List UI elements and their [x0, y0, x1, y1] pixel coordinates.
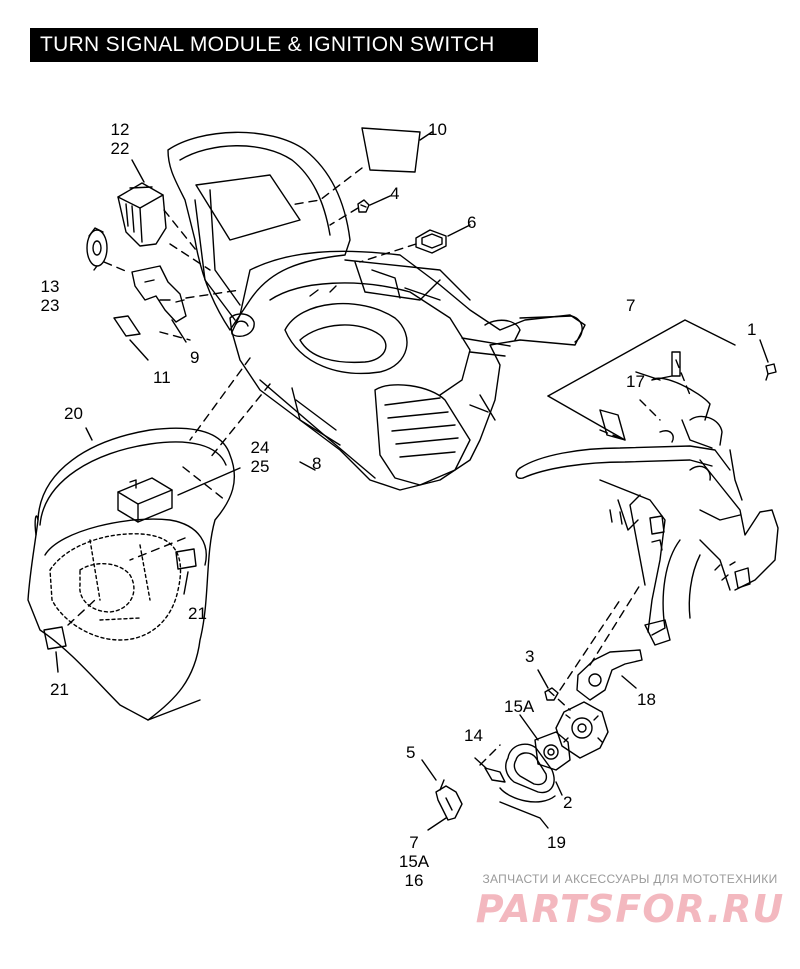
mounting-bracket: [131, 265, 187, 323]
ignition-bezel: [499, 743, 556, 803]
callout-16: 16: [404, 871, 424, 890]
callout-24-25: 24 25: [246, 438, 274, 476]
callout-24: 24: [250, 438, 270, 457]
callout-22: 22: [110, 139, 130, 158]
callout-13-23: 13 23: [36, 277, 64, 315]
callout-12: 12: [110, 120, 130, 139]
callout-13: 13: [40, 277, 60, 296]
inner-fairing-outline: [49, 533, 182, 641]
callout-7-top: 7: [626, 296, 636, 315]
callout-4: 4: [390, 184, 400, 203]
adhesive-pad-right: [175, 548, 197, 570]
callout-6: 6: [467, 213, 477, 232]
callout-21-right: 21: [188, 604, 207, 623]
callout-2: 2: [563, 793, 573, 812]
watermark-brand: PARTSFOR.RU: [475, 887, 785, 931]
watermark-tagline: ЗАПЧАСТИ И АКСЕССУАРЫ ДЛЯ МОТОТЕХНИКИ: [482, 872, 778, 886]
washer-part: [86, 227, 108, 267]
lock-nut: [544, 687, 559, 701]
callout-11: 11: [153, 368, 171, 387]
switch-housing: [534, 731, 571, 771]
key-cap: [484, 767, 506, 783]
watermark: ЗАПЧАСТИ И АКСЕССУАРЫ ДЛЯ МОТОТЕХНИКИ PA…: [470, 872, 790, 930]
callout-20: 20: [64, 404, 83, 423]
adhesive-pad-left: [43, 626, 67, 650]
switch-bracket: [576, 649, 643, 701]
callout-23: 23: [40, 296, 60, 315]
ignition-key: [435, 779, 463, 821]
callout-7-15A-16: 7 15A 16: [396, 833, 432, 890]
callout-9: 9: [190, 348, 200, 367]
inner-fairing-frame: [167, 131, 586, 491]
grommet-part: [415, 229, 447, 254]
nut-part: [357, 199, 370, 213]
callout-25: 25: [250, 457, 270, 476]
callout-8: 8: [312, 454, 322, 473]
turn-signal-module: [117, 182, 167, 247]
callout-15A: 15A: [398, 852, 430, 871]
callout-3: 3: [525, 647, 535, 666]
callout-7: 7: [409, 833, 419, 852]
electrical-connector: [117, 477, 173, 523]
callout-15A-top: 15A: [504, 697, 535, 716]
screw-part: [765, 363, 777, 381]
ignition-switch-body: [555, 701, 609, 759]
callout-5: 5: [406, 743, 416, 762]
callout-18: 18: [637, 690, 656, 709]
callout-10: 10: [428, 120, 447, 139]
callout-12-22: 12 22: [106, 120, 134, 158]
callout-19: 19: [547, 833, 566, 852]
handlebar-assembly: [515, 351, 779, 646]
callout-1: 1: [747, 320, 757, 339]
callout-17: 17: [626, 372, 645, 391]
callout-21-left: 21: [50, 680, 69, 699]
callout-14: 14: [464, 726, 483, 745]
diagram-title: TURN SIGNAL MODULE & IGNITION SWITCH: [30, 28, 538, 62]
outer-fairing: [27, 427, 236, 721]
adhesive-tape: [113, 315, 141, 337]
caution-label: [361, 127, 421, 173]
